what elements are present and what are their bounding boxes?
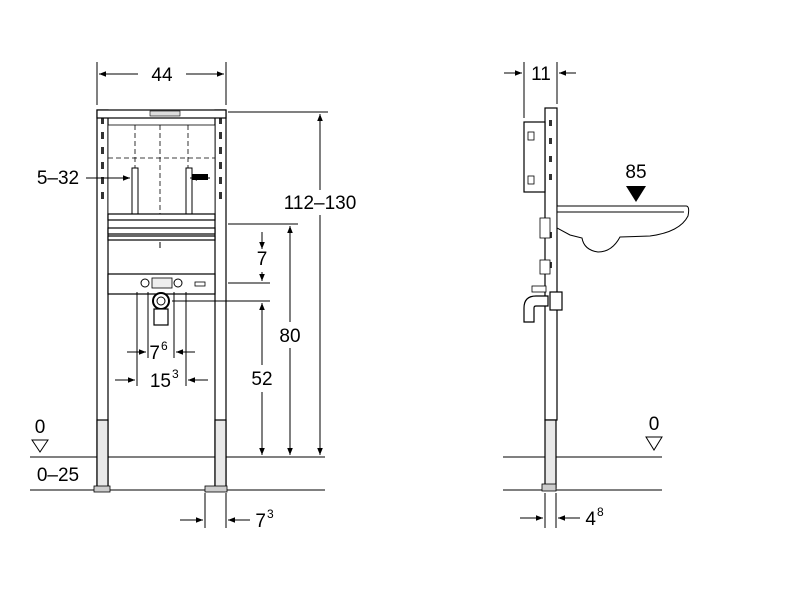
- height-52-dimension: 52: [251, 369, 272, 390]
- outer-spacing-dimension: 15: [150, 371, 171, 392]
- washbasin: [556, 205, 690, 253]
- left-foot: [93, 485, 111, 493]
- front-floor-level-label: 0: [35, 417, 46, 438]
- leg-offset-superscript: 3: [267, 507, 274, 521]
- basin-height-marker-icon: [626, 186, 646, 202]
- foot-offset-superscript: 8: [597, 505, 604, 519]
- crossbar-offset-dimension: 7: [257, 249, 268, 270]
- floor-level-marker-icon: [31, 439, 49, 453]
- bracket-panel: [107, 124, 216, 216]
- front-view: 44 5–32 112–130 80 7 52 7 6: [30, 62, 356, 532]
- depth-dimension: 11: [531, 64, 551, 85]
- right-leg: [214, 419, 227, 491]
- middle-crossbar: [107, 213, 216, 221]
- outer-spacing-superscript: 3: [172, 367, 179, 381]
- foot-offset-dimension: 4: [585, 509, 596, 530]
- side-bracket-plate: [523, 121, 546, 193]
- basin-height-label: 85: [625, 162, 646, 183]
- leg-offset-dimension: 7: [255, 511, 266, 532]
- side-floor-level-label: 0: [649, 414, 660, 435]
- inner-spacing-superscript: 6: [161, 339, 168, 353]
- side-floor-marker-icon: [645, 436, 663, 451]
- height-range-dimension: 112–130: [284, 193, 357, 214]
- floor-range-dimension: 0–25: [37, 465, 79, 486]
- side-leg: [544, 419, 557, 489]
- drain-pipe: [153, 308, 169, 326]
- left-leg: [96, 419, 109, 491]
- side-drain-trap: [523, 295, 549, 323]
- height-80-dimension: 80: [279, 326, 300, 347]
- right-foot: [204, 485, 228, 493]
- bracket-range-dimension: 5–32: [37, 168, 79, 189]
- side-view: 11 85 0 4 8: [503, 62, 690, 530]
- inner-spacing-dimension: 7: [149, 343, 160, 364]
- width-dimension: 44: [151, 65, 173, 86]
